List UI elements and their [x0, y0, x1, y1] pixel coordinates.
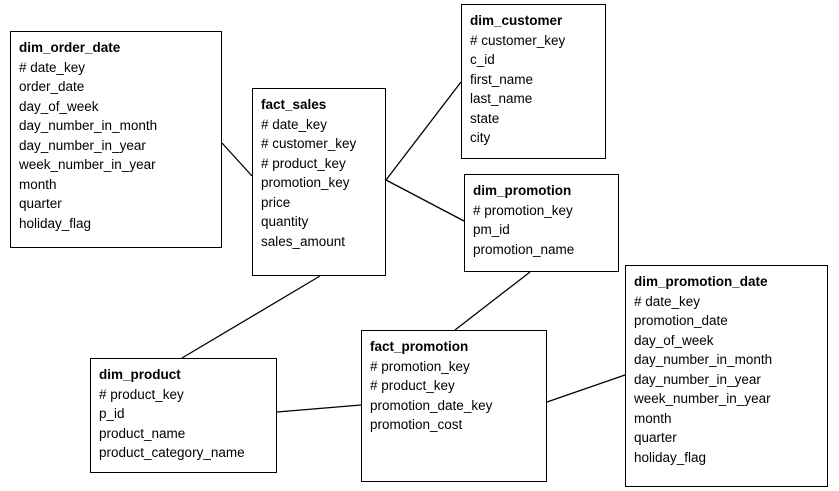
attribute: pm_id: [473, 222, 510, 237]
attribute: promotion_date: [634, 313, 728, 328]
attribute: order_date: [19, 79, 85, 94]
relationship-line-fact_promotion-dim_promotion_date: [546, 374, 626, 403]
entity-dim_order_date[interactable]: dim_order_date # date_key order_date day_of…: [10, 31, 222, 248]
attribute: day_number_in_month: [634, 352, 773, 367]
attribute: first_name: [470, 71, 534, 87]
attribute: day_number_in_month: [19, 118, 158, 133]
attribute: promotion_cost: [370, 417, 463, 432]
entity-title-dim_product: dim_product: [99, 367, 181, 382]
attribute: sales_amount: [261, 233, 346, 249]
attribute: quantity: [261, 214, 309, 229]
attribute-key: # product_key: [99, 386, 184, 402]
entity-attribute-list-fact_promotion: # promotion_key # product_key promotion_da…: [370, 357, 546, 435]
attribute: month: [19, 176, 57, 192]
entity-title-dim_order_date: dim_order_date: [19, 40, 121, 55]
entity-title-fact_sales: fact_sales: [261, 97, 327, 112]
attribute: holiday_flag: [634, 449, 707, 465]
entity-dim_product[interactable]: dim_product # product_key p_id product_name…: [90, 358, 277, 473]
attribute: c_id: [470, 52, 495, 67]
entity-attribute-list-dim_order_date: # date_key order_date day_of_week day_numbe…: [19, 58, 221, 234]
attribute: city: [470, 130, 491, 145]
attribute-key: # customer_key: [261, 136, 357, 151]
attribute: day_number_in_year: [19, 137, 146, 153]
attribute: promotion_date_key: [370, 397, 493, 413]
entity-attribute-list-dim_promotion_date: # date_key promotion_date day_of_week day_n…: [634, 292, 827, 468]
entity-fact_sales[interactable]: fact_sales # date_key # customer_key # prod…: [252, 88, 386, 276]
attribute: promotion_key: [261, 175, 350, 190]
attribute: day_number_in_year: [634, 371, 761, 387]
attribute-key: # product_key: [261, 155, 346, 171]
attribute-key: # date_key: [634, 293, 701, 309]
attribute: holiday_flag: [19, 215, 92, 231]
entity-dim_customer[interactable]: dim_customer # customer_key c_id first_name…: [461, 4, 606, 159]
attribute: quarter: [634, 430, 677, 445]
attribute: state: [470, 110, 500, 126]
attribute: day_of_week: [634, 332, 714, 348]
relationship-line-fact_sales-dim_product: [181, 275, 321, 359]
attribute: product_category_name: [99, 445, 245, 460]
attribute: week_number_in_year: [19, 157, 156, 172]
entity-fact_promotion[interactable]: fact_promotion # promotion_key # product_k…: [361, 330, 547, 482]
attribute: day_of_week: [19, 98, 99, 114]
relationship-line-dim_promotion-fact_promotion: [454, 271, 531, 331]
entity-title-fact_promotion: fact_promotion: [370, 339, 469, 354]
attribute-key: # promotion_key: [370, 358, 470, 374]
attribute: product_name: [99, 425, 186, 441]
attribute-key: # product_key: [370, 378, 455, 393]
attribute: quarter: [19, 196, 62, 211]
attribute: week_number_in_year: [634, 391, 771, 406]
attribute-key: # customer_key: [470, 32, 566, 48]
attribute-key: # date_key: [261, 116, 328, 132]
attribute-key: # promotion_key: [473, 202, 573, 218]
entity-dim_promotion_date[interactable]: dim_promotion_date # date_key promotion_da…: [625, 265, 828, 487]
entity-attribute-list-dim_promotion: # promotion_key pm_id promotion_name: [473, 201, 618, 260]
attribute: month: [634, 410, 672, 426]
entity-title-dim_promotion_date: dim_promotion_date: [634, 274, 768, 289]
attribute: promotion_name: [473, 241, 575, 257]
attribute: last_name: [470, 91, 533, 106]
relationship-line-fact_sales-dim_customer: [385, 81, 462, 181]
entity-attribute-list-dim_product: # product_key p_id product_name product_cat…: [99, 385, 276, 463]
relationship-line-dim_product-fact_promotion: [276, 404, 362, 413]
attribute-key: # date_key: [19, 59, 86, 75]
attribute: p_id: [99, 406, 125, 421]
entity-title-dim_promotion: dim_promotion: [473, 183, 572, 198]
relationship-line-fact_sales-dim_promotion: [385, 179, 465, 222]
attribute: price: [261, 194, 291, 210]
relationship-line-dim_order_date-fact_sales: [221, 142, 253, 177]
entity-title-dim_customer: dim_customer: [470, 13, 563, 28]
